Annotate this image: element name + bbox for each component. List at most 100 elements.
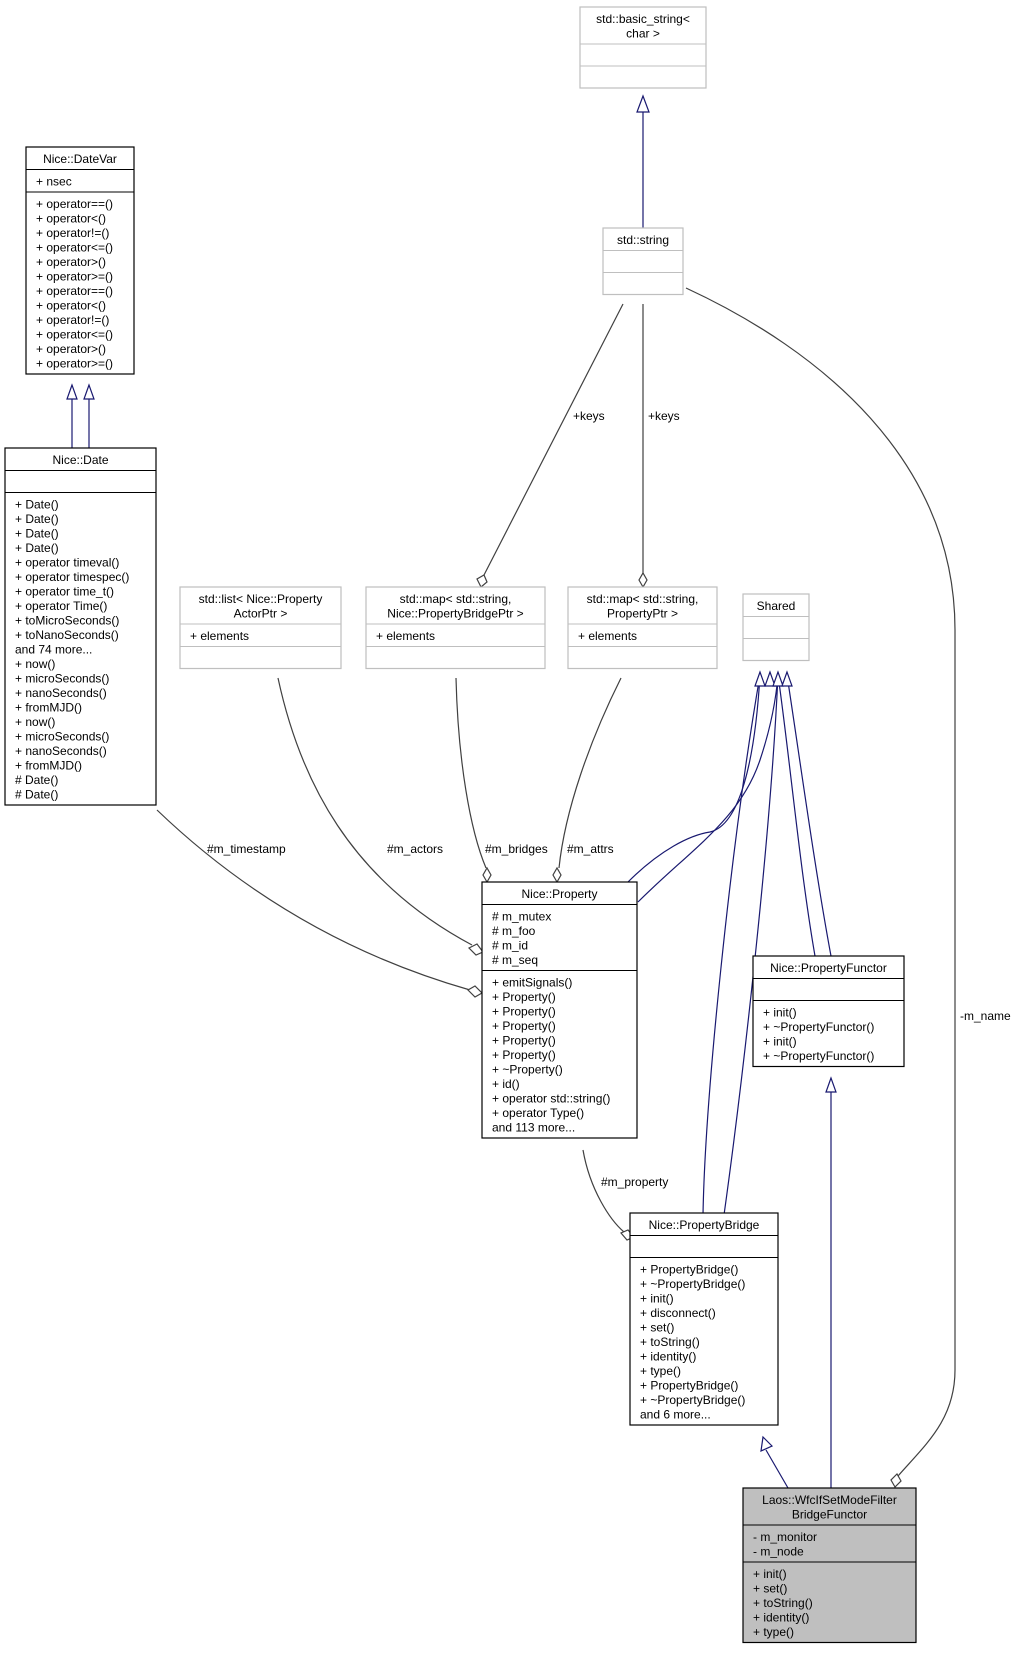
class-method: + disconnect()	[640, 1306, 716, 1320]
class-method: and 74 more...	[15, 643, 92, 657]
class-method: + now()	[15, 715, 55, 729]
class-box-property[interactable]: Nice::Property# m_mutex# m_foo# m_id# m_…	[481, 881, 638, 1139]
class-method: and 6 more...	[640, 1408, 711, 1422]
class-method: + fromMJD()	[15, 701, 82, 715]
class-method: + operator!=()	[36, 226, 109, 240]
edge-property-inherits-shared-2	[637, 674, 779, 903]
class-attribute: # m_seq	[492, 953, 538, 967]
edge-bridge-inherits-shared-1	[702, 674, 761, 1216]
class-attribute: + nsec	[36, 175, 72, 189]
class-method: + toString()	[640, 1335, 700, 1349]
class-method: # Date()	[15, 788, 58, 802]
class-method: + now()	[15, 657, 55, 671]
inheritance-arrow	[825, 1076, 837, 1093]
class-title: std::list< Nice::Property	[199, 592, 323, 606]
class-box-bridge[interactable]: Nice::PropertyBridge+ PropertyBridge()+ …	[629, 1212, 779, 1426]
class-method: + operator==()	[36, 284, 113, 298]
class-attribute: + elements	[376, 629, 435, 643]
class-title: Nice::Property	[521, 887, 597, 901]
label-m-timestamp: #m_timestamp	[207, 842, 286, 856]
class-method: + init()	[753, 1567, 787, 1581]
class-title: Nice::PropertyFunctor	[770, 961, 887, 975]
class-title: std::string	[617, 233, 669, 247]
class-box-map-bridge[interactable]: std::map< std::string,Nice::PropertyBrid…	[365, 586, 546, 670]
class-box-frame	[567, 586, 718, 670]
edge-keys-string-to-map-bridge	[483, 303, 624, 576]
aggregation-diamond	[467, 985, 483, 998]
class-box-frame	[602, 227, 684, 296]
aggregation-diamond	[467, 943, 484, 956]
edge-m-attrs-map-to-property	[558, 677, 622, 869]
label-m-property: #m_property	[601, 1175, 668, 1189]
class-method: + Date()	[15, 527, 59, 541]
class-title: ActorPtr >	[234, 607, 288, 621]
edge-m-bridges-map-to-property	[455, 677, 487, 869]
edge-property-inherits-shared-1	[627, 674, 761, 883]
relationship-edges	[66, 94, 956, 1489]
class-attribute: + elements	[190, 629, 249, 643]
class-attribute: - m_node	[753, 1545, 804, 1559]
edge-labels: +keys +keys -m_name #m_timestamp #m_acto…	[207, 409, 1011, 1189]
class-title: Nice::Date	[52, 453, 108, 467]
aggregation-diamond	[476, 574, 488, 588]
class-box-date[interactable]: Nice::Date+ Date()+ Date()+ Date()+ Date…	[4, 447, 157, 806]
class-box-std-string[interactable]: std::string	[602, 227, 684, 296]
label-keys-left: +keys	[573, 409, 605, 423]
class-box-frame	[629, 1212, 779, 1426]
label-m-actors: #m_actors	[387, 842, 443, 856]
class-attribute: # m_foo	[492, 924, 536, 938]
class-method: + Property()	[492, 1048, 556, 1062]
class-method: + ~PropertyBridge()	[640, 1393, 745, 1407]
class-attribute: # m_id	[492, 939, 528, 953]
class-method: + operator==()	[36, 197, 113, 211]
class-method: + operator>=()	[36, 357, 113, 371]
class-method: + identity()	[640, 1350, 696, 1364]
class-method: + Property()	[492, 1019, 556, 1033]
class-box-basic-string[interactable]: std::basic_string<char >	[579, 6, 707, 89]
class-box-frame	[4, 447, 157, 806]
class-method: + init()	[763, 1035, 797, 1049]
aggregation-diamond	[552, 866, 562, 884]
class-method: + operator Time()	[15, 599, 107, 613]
class-box-datevar[interactable]: Nice::DateVar+ nsec+ operator==()+ opera…	[25, 146, 135, 375]
class-method: + init()	[640, 1292, 674, 1306]
class-method: + ~PropertyFunctor()	[763, 1020, 874, 1034]
class-title: std::map< std::string,	[400, 592, 512, 606]
class-box-shared[interactable]: Shared	[742, 593, 810, 662]
label-m-name: -m_name	[960, 1009, 1011, 1023]
class-title: Nice::PropertyBridgePtr >	[387, 607, 523, 621]
class-method: + operator>=()	[36, 270, 113, 284]
class-box-map-prop[interactable]: std::map< std::string,PropertyPtr >+ ele…	[567, 586, 718, 670]
class-method: + operator Type()	[492, 1106, 584, 1120]
class-method: + microSeconds()	[15, 672, 109, 686]
label-keys-right: +keys	[648, 409, 680, 423]
inheritance-arrow	[781, 670, 793, 687]
class-attribute: + elements	[578, 629, 637, 643]
edge-m-name-string-to-wfcif	[685, 287, 956, 1477]
class-method: + Date()	[15, 498, 59, 512]
class-method: + PropertyBridge()	[640, 1263, 738, 1277]
class-box-frame	[179, 586, 342, 670]
class-method: + operator time_t()	[15, 585, 114, 599]
class-method: + toMicroSeconds()	[15, 614, 119, 628]
class-box-functor[interactable]: Nice::PropertyFunctor+ init()+ ~Property…	[752, 955, 905, 1068]
class-attribute: - m_monitor	[753, 1530, 817, 1544]
class-attribute: # m_mutex	[492, 910, 551, 924]
class-method: + toNanoSeconds()	[15, 628, 119, 642]
class-method: + operator>()	[36, 342, 106, 356]
class-title: Nice::DateVar	[43, 152, 117, 166]
class-method: + id()	[492, 1077, 520, 1091]
class-box-frame	[481, 881, 638, 1139]
inheritance-arrow	[764, 670, 776, 687]
class-method: + operator<()	[36, 212, 106, 226]
inheritance-arrow	[760, 1435, 774, 1452]
class-method: + operator<=()	[36, 328, 113, 342]
class-box-frame	[742, 593, 810, 662]
inheritance-arrow	[754, 670, 766, 687]
class-method: + nanoSeconds()	[15, 686, 107, 700]
class-method: + nanoSeconds()	[15, 744, 107, 758]
aggregation-diamond	[890, 1473, 902, 1488]
class-method: + PropertyBridge()	[640, 1379, 738, 1393]
